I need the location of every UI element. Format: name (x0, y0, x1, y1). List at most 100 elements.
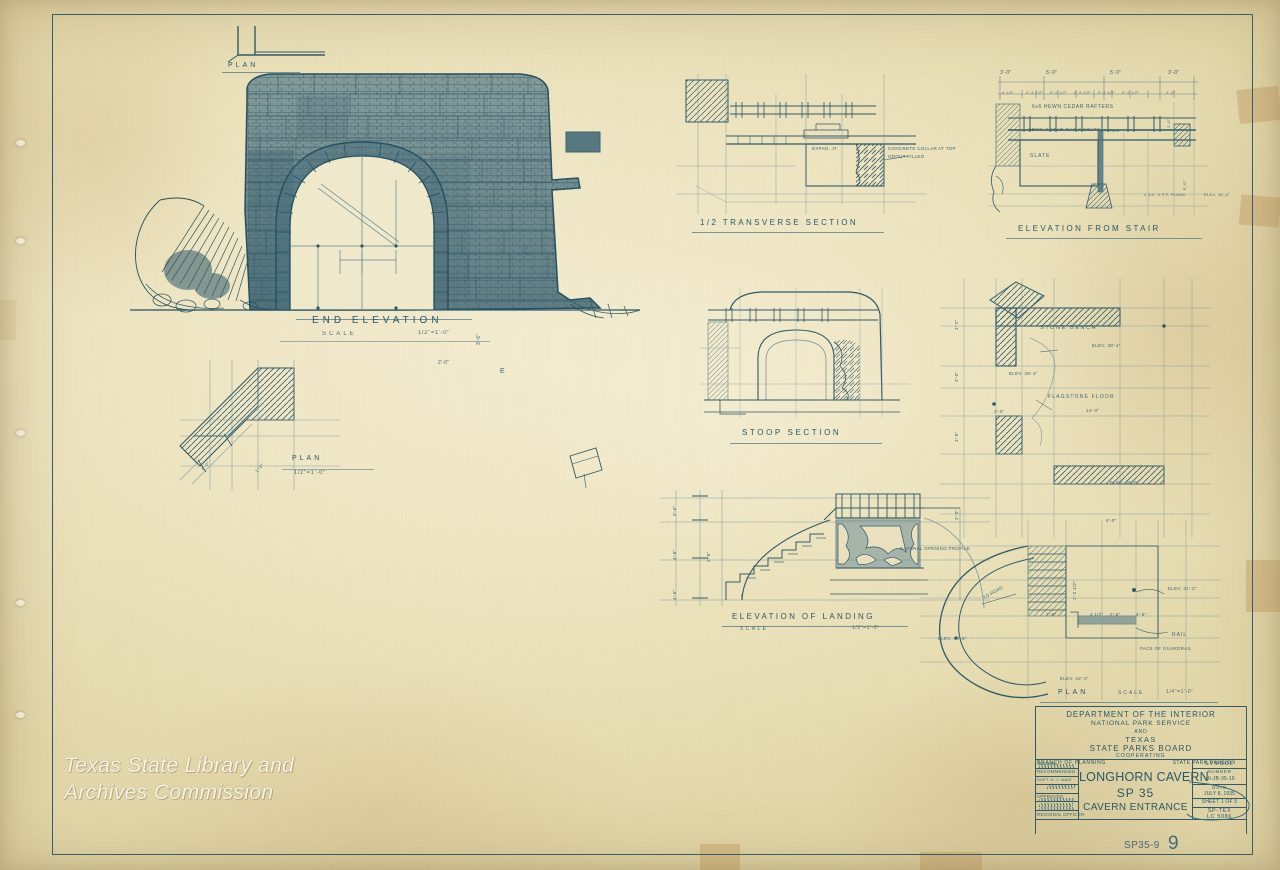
dim-stair-8: 2'-2 1/2" (1074, 90, 1092, 95)
title-rule (1040, 702, 1218, 703)
dim-bench-5: 2'-0" (994, 409, 1005, 414)
end-elevation-scale-label: SCALE (322, 331, 357, 337)
plan-lower-right-drawing (920, 520, 1220, 700)
sheet-number-handwritten: SP35-9 (1124, 840, 1160, 851)
note-elev-40: ELEV. 40'-9" (938, 636, 967, 641)
note-natural-opening: NATURAL OPENING PROFILE (900, 546, 970, 551)
plan-symbol-icon (227, 26, 325, 63)
dim-stair-12: 2'-0" (1166, 118, 1171, 128)
tb-right-row1 (1192, 768, 1247, 769)
elevation-from-stair-drawing (988, 76, 1208, 216)
watermark-line-2: Archives Commission (64, 781, 274, 804)
plan-top-left-title: PLAN (228, 62, 259, 69)
plan-lower-left-scale: 1/2"=1'-0" (294, 470, 326, 476)
plan-lower-right-title: PLAN (1058, 689, 1089, 696)
note-run: 7 RUN (1104, 128, 1120, 133)
tb-appr-label-3: APPROVED (1037, 794, 1064, 799)
dim-landing-4: 3'-6" (706, 551, 711, 562)
dim-stair-elev: ELEV. 38'-4" (1204, 192, 1230, 197)
plan-lower-right-scale-label: SCALE (1118, 690, 1145, 696)
stoop-section-title: STOOP SECTION (742, 428, 842, 437)
dim-arch-height: 3'-6" (476, 333, 482, 345)
plan-lower-right-scale-value: 1/4"=1'-0" (1166, 689, 1194, 695)
note-expansion-joint: EXPAN. JT. (812, 146, 839, 151)
note-stone-bench: STONE BENCH (1040, 325, 1098, 331)
tb-project-code: SP 35 (1116, 786, 1155, 800)
tb-appr-row (1035, 793, 1079, 794)
tb-divider-header (1035, 759, 1247, 760)
title-rule (692, 232, 884, 233)
tb-appr-label-0: DRAWN (1038, 761, 1056, 766)
tb-appr-sig-2 (1047, 785, 1075, 789)
tb-cooperating: COOPERATING (1116, 753, 1166, 759)
tb-border-right (1246, 706, 1247, 834)
tape-strip (1236, 85, 1280, 125)
sheet-number-large: 9 (1168, 833, 1179, 854)
tb-appr-label-6: REGIONAL OFFICER (1037, 812, 1085, 817)
tb-branch-of-planning: BRANCH OF PLANNING (1037, 760, 1106, 766)
tb-appr-row (1035, 776, 1079, 777)
end-elevation-title: END ELEVATION (312, 315, 443, 326)
tb-sheet-title: CAVERN ENTRANCE (1083, 802, 1188, 813)
tb-right-row2 (1192, 784, 1247, 785)
note-elev-31: ELEV. 31'-3" (1168, 586, 1197, 591)
dim-plr-2: 4 1/2" (1090, 612, 1104, 617)
punch-hole (16, 600, 25, 606)
tb-border-left (1035, 706, 1036, 834)
stone-arch-drawing (130, 73, 641, 319)
watermark-line-1: Texas State Library and (64, 754, 295, 777)
note-cedar-rafters: 6x6 HEWN CEDAR RAFTERS (1032, 104, 1114, 110)
dim-arch-rise: 4'-0" (524, 243, 530, 255)
view-end-elevation: 4'-0" 3'-6" 2'-0" E (100, 60, 660, 375)
note-rail: RAIL (1172, 632, 1188, 638)
tb-project-name: LONGHORN CAVERN (1079, 770, 1209, 784)
punch-hole (16, 140, 25, 146)
tape-strip (0, 300, 16, 340)
punch-hole (16, 712, 25, 718)
tb-date-label: DATE (1212, 785, 1227, 790)
elevation-from-stair-title: ELEVATION FROM STAIR (1018, 224, 1161, 233)
sheet-border-top (52, 14, 1252, 15)
tb-appr-label-1: RECOMMENDED (1037, 769, 1076, 774)
tb-appr-sig-5 (1039, 803, 1073, 807)
tb-parks-board: STATE PARKS BOARD (1089, 744, 1193, 753)
tb-date-value: JULY 8, 1935 (1203, 791, 1236, 797)
tb-border-top (1035, 706, 1247, 707)
note-elev-floor: ELEV. 38'-4" (1009, 371, 1038, 376)
tb-divider-right-col (1192, 759, 1193, 819)
dim-bench-6: 5'-0" (1106, 518, 1117, 523)
tape-strip (700, 844, 740, 870)
note-cedar-oak: HEWN CEDAR OAK 2 COATS (1028, 127, 1101, 132)
title-rule-lower (280, 341, 490, 342)
transverse-section-drawing (676, 74, 926, 214)
elevation-of-landing-drawing (660, 490, 990, 609)
sheet-border-left (52, 14, 53, 854)
tb-right-row3 (1192, 798, 1247, 799)
end-elevation-scale-value: 1/2"=1'-0" (418, 330, 450, 336)
tb-appr-sig-6 (1039, 807, 1075, 811)
tb-nps: NATIONAL PARK SERVICE (1091, 720, 1191, 727)
tb-department: DEPARTMENT OF THE INTERIOR (1066, 710, 1216, 719)
dim-stair-6: 2'-2 1/2" (1026, 90, 1044, 95)
dim-bench-elev: ELEV. 36'-0" (1110, 480, 1139, 485)
plan-lower-left-drawing (179, 360, 340, 490)
dim-landing-2: 4'-6" (672, 549, 677, 560)
tb-appr-sig-1: SUPT. H. J. NAIR (1037, 777, 1072, 782)
centerline-mark: E (500, 368, 505, 375)
note-elev-bench: ELEV. 38'-4" (1092, 343, 1121, 348)
tb-appr-sig-0 (1039, 764, 1075, 768)
dim-stair-9: 2'-2 1/2" (1098, 90, 1116, 95)
tape-strip (1238, 194, 1280, 228)
note-concrete-collar: CONCRETE COLLAR AT TOP (888, 146, 956, 151)
dim-bench-2: 3'-0" (954, 371, 959, 382)
landing-scale-label: SCALE (740, 626, 769, 632)
landing-scale-value: 1/2"=1'-0" (852, 625, 880, 631)
dim-bench-3: 3'-0" (954, 431, 959, 442)
punch-hole (16, 430, 25, 436)
title-rule (1006, 238, 1202, 239)
bench-section-drawing (940, 278, 1210, 538)
dim-stair-1: 3'-0" (1000, 70, 1012, 76)
dim-stair-7: 2'-2 1/2" (1050, 90, 1068, 95)
dim-stair-4: 3'-0" (1168, 70, 1180, 76)
